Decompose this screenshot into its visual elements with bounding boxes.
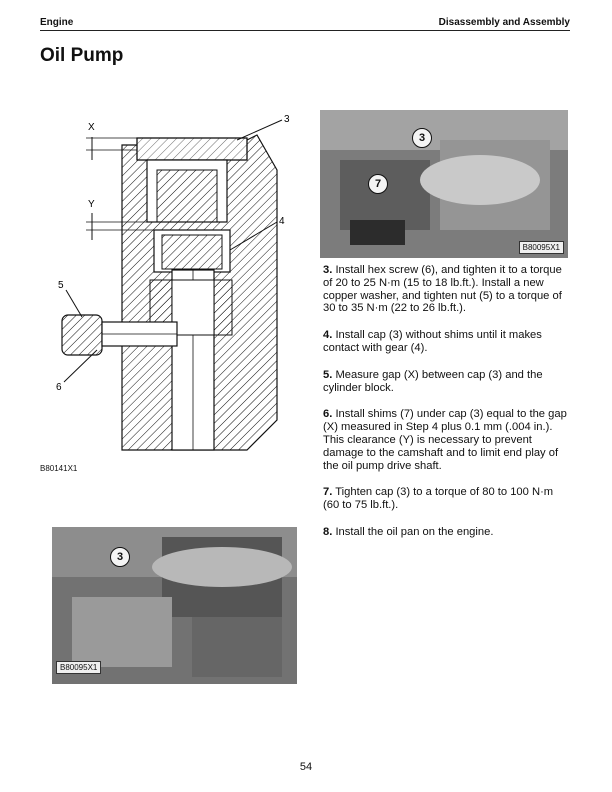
page-number: 54 xyxy=(299,761,313,773)
step-4: 4. Install cap (3) without shims until i… xyxy=(323,329,569,355)
photo-tightening-cap: 3 B80095X1 xyxy=(52,527,297,684)
step-number: 3. xyxy=(323,264,333,276)
step-5: 5. Measure gap (X) between cap (3) and t… xyxy=(323,369,569,395)
photo-callout-7: 7 xyxy=(368,174,388,194)
header-chapter-name: Disassembly and Assembly xyxy=(438,17,570,28)
header-section-name: Engine xyxy=(40,17,74,28)
step-number: 6. xyxy=(323,408,333,421)
step-7: 7. Tighten cap (3) to a torque of 80 to … xyxy=(323,486,569,512)
instruction-steps: 3. Install hex screw (6), and tighten it… xyxy=(323,264,569,553)
photo-texture xyxy=(320,110,568,258)
photo-top-label: B80095X1 xyxy=(518,241,564,254)
photo-installing-cap-shims: 3 7 B80095X1 xyxy=(320,110,568,258)
step-number: 5. xyxy=(323,368,333,381)
dimension-x-label: X xyxy=(88,122,95,133)
oil-pump-cross-section-diagram: X Y 3 4 5 6 xyxy=(56,114,290,451)
step-text: Tighten cap (3) to a torque of 80 to 100… xyxy=(323,486,554,512)
step-text: Install the oil pan on the engine. xyxy=(335,525,494,538)
callout-3-label: 3 xyxy=(284,114,290,125)
callout-5-label: 5 xyxy=(58,280,64,291)
step-text: Measure gap (X) between cap (3) and the … xyxy=(323,368,543,394)
step-number: 4. xyxy=(323,329,333,342)
photo-texture xyxy=(52,527,297,684)
step-text: Install shims (7) under cap (3) equal to… xyxy=(323,408,567,472)
step-number: 8. xyxy=(323,525,333,538)
page-title: Oil Pump xyxy=(40,45,124,66)
photo-bottom-label: B80095X1 xyxy=(56,661,102,674)
diagram-caption: B80141X1 xyxy=(40,464,78,473)
step-8: 8. Install the oil pan on the engine. xyxy=(323,526,569,539)
header-divider xyxy=(40,30,570,31)
photo-callout-3: 3 xyxy=(110,547,130,567)
callout-4-label: 4 xyxy=(279,216,285,227)
step-text: Install hex screw (6), and tighten it to… xyxy=(323,264,562,315)
callout-6-label: 6 xyxy=(56,382,62,393)
step-text: Install cap (3) without shims until it m… xyxy=(323,329,542,354)
step-3: 3. Install hex screw (6), and tighten it… xyxy=(323,264,569,315)
step-number: 7. xyxy=(323,486,333,499)
step-6: 6. Install shims (7) under cap (3) equal… xyxy=(323,408,569,472)
dimension-y-label: Y xyxy=(88,199,95,210)
photo-callout-3: 3 xyxy=(412,128,432,148)
